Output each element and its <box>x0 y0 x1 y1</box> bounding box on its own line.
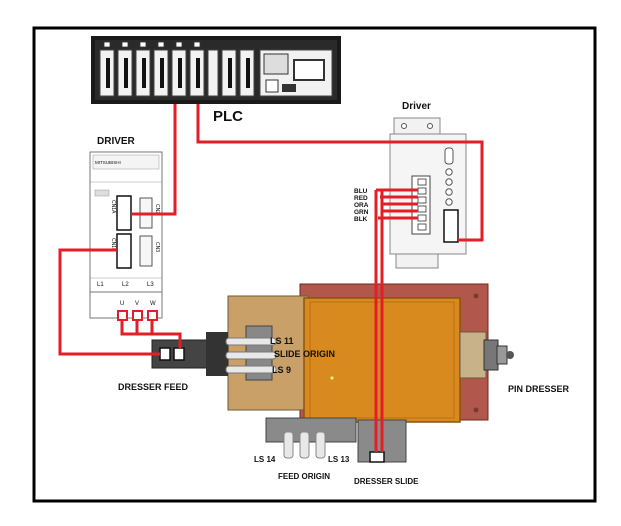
servo-driver-left <box>89 151 163 321</box>
terminal-l3: L3 <box>147 282 154 288</box>
feed-origin-label: FEED ORIGIN <box>278 472 330 481</box>
wire-blk: BLK <box>354 216 368 223</box>
terminal-l1: L1 <box>97 282 104 288</box>
ls11-label: LS 11 <box>270 336 294 346</box>
plc-label: PLC <box>213 108 243 125</box>
terminal-v: V <box>135 301 139 307</box>
terminal-l2: L2 <box>122 282 129 288</box>
terminal-w: W <box>150 301 156 307</box>
stepper-driver-right <box>389 117 467 269</box>
slide-origin-label: SLIDE ORIGIN <box>274 349 335 359</box>
cn3-label: CN3 <box>154 242 160 252</box>
wire-red: RED <box>354 195 368 202</box>
pin-dresser-label: PIN DRESSER <box>508 384 570 394</box>
wiring <box>58 104 484 452</box>
wire-ora: ORA <box>354 202 369 209</box>
cn2-label: CN2 <box>154 204 160 214</box>
terminal-u: U <box>120 301 124 307</box>
wire-plc-to-driver-right <box>196 104 484 242</box>
dresser-slide-label: DRESSER SLIDE <box>354 477 419 486</box>
wire-color-legend: BLU RED ORA GRN BLK <box>354 188 369 223</box>
wire-cn1b-to-feed <box>58 248 160 356</box>
wire-grn: GRN <box>354 209 369 216</box>
driver-left-label: DRIVER <box>97 136 136 147</box>
ls14-label: LS 14 <box>254 455 276 464</box>
dresser-feed-label: DRESSER FEED <box>118 382 189 392</box>
ls13-label: LS 13 <box>328 455 350 464</box>
plc-rack <box>91 36 341 104</box>
driver-brand: MITSUBISHI <box>95 160 121 165</box>
wire-plc-to-driver-left <box>131 104 177 216</box>
wire-blu: BLU <box>354 188 368 195</box>
cn1b-label: CN1B <box>110 238 116 252</box>
ls9-label: LS 9 <box>272 365 291 375</box>
cn1a-label: CN1A <box>110 200 116 214</box>
driver-right-label: Driver <box>402 101 431 112</box>
